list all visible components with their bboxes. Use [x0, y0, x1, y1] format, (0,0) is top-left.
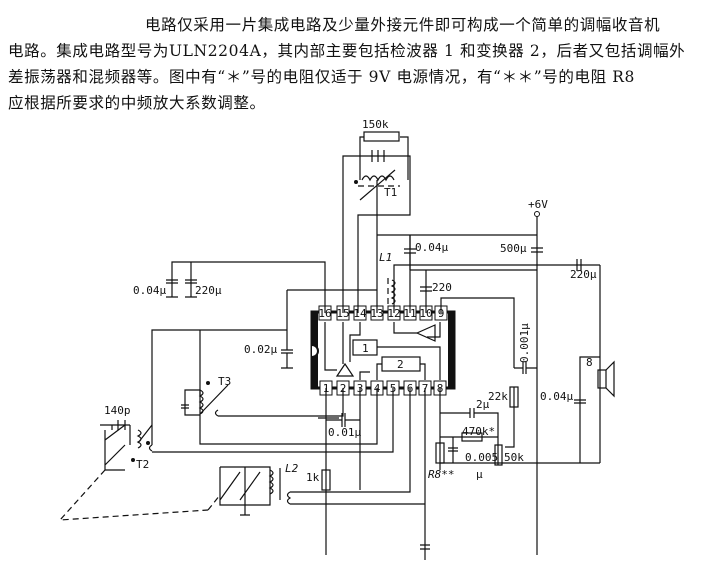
- resistor-22k: [509, 386, 519, 408]
- ic-pin-label-9: 9: [438, 307, 445, 320]
- capacitor-0.04u-top: [404, 235, 416, 270]
- speaker-icon: [597, 369, 607, 389]
- component-labels: 150k T1 +6V 0.04μ 500μ L1 220μ 0.04μ 220…: [104, 118, 597, 484]
- ic-pin-label-13: 13: [370, 307, 383, 320]
- ic-pin-label-10: 10: [419, 307, 432, 320]
- potentiometer-50k: [494, 444, 503, 466]
- t1-coil: [359, 156, 409, 182]
- paragraph-line-2: 电路。集成电路型号为ULN2204A，其内部主要包括检波器 1 和变换器 2，后…: [8, 42, 686, 60]
- label-2u: 2μ: [476, 398, 490, 411]
- label-t1: T1: [384, 186, 397, 199]
- capacitor-0.005u: [448, 447, 458, 452]
- label-150k: 150k: [362, 118, 389, 131]
- label-supply: +6V: [528, 198, 548, 211]
- label-t2: T2: [136, 458, 149, 471]
- ic-pin-label-16: 16: [318, 307, 331, 320]
- label-0.005-unit: μ: [476, 468, 483, 481]
- label-0.001u: 0.001μ: [518, 323, 531, 363]
- capacitor-2u: [469, 408, 475, 418]
- inductor-l2: [219, 466, 281, 516]
- label-22k: 22k: [488, 390, 508, 403]
- block-1-label: 1: [362, 342, 369, 355]
- description-paragraph: 电路仅采用一片集成电路及少量外接元件即可构成一个简单的调幅收音机 电路。集成电路…: [8, 12, 708, 116]
- inductor-l1: [390, 264, 600, 313]
- paragraph-line-3: 差振荡器和混频器等。图中有“＊”号的电阻仅适于 9V 电源情况，有“＊＊”号的电…: [8, 68, 635, 86]
- paragraph-line-1: 电路仅采用一片集成电路及少量外接元件即可构成一个简单的调幅收音机: [145, 16, 661, 34]
- label-r8: R8**: [428, 468, 455, 481]
- label-470k: 470k*: [462, 425, 495, 438]
- label-0.02u: 0.02μ: [244, 343, 277, 356]
- capacitor-220u-out: [537, 259, 601, 464]
- block-2-label: 2: [397, 358, 404, 371]
- ic-pin-label-14: 14: [353, 307, 367, 320]
- capacitor-0.001u: [514, 362, 537, 374]
- capacitor-220: [420, 286, 432, 292]
- capacitor-0.01u: [341, 413, 346, 427]
- label-140p: 140p: [104, 404, 131, 417]
- capacitor-0.04u-right: [574, 399, 586, 404]
- label-0.01u: 0.01μ: [328, 426, 361, 439]
- transformer-t3: [181, 384, 378, 445]
- label-220: 220: [432, 281, 452, 294]
- ic-pin-14: [353, 305, 367, 321]
- resistor-470k: [461, 432, 483, 442]
- amplifier-triangle: [335, 362, 355, 377]
- capacitor-500u: [531, 247, 543, 253]
- label-0.04u-left: 0.04μ: [133, 284, 166, 297]
- ic-pin-label-12: 12: [387, 307, 400, 320]
- label-l1: L1: [379, 251, 392, 264]
- label-speaker-8: 8: [586, 356, 593, 369]
- label-1k: 1k: [306, 471, 320, 484]
- label-0.005: 0.005: [465, 451, 498, 464]
- paragraph-line-4: 应根据所要求的中频放大系数调整。: [8, 94, 266, 112]
- wiring: [58, 131, 615, 560]
- resistor-r8: [435, 442, 445, 464]
- label-500u: 500μ: [500, 242, 527, 255]
- resistor-1k: [321, 469, 331, 491]
- label-220u-left: 220μ: [195, 284, 222, 297]
- label-l2: L2: [285, 462, 299, 475]
- output-amplifier-triangle: [415, 324, 436, 342]
- left-decoupling-caps: [166, 261, 326, 313]
- label-220u-out: 220μ: [570, 268, 597, 281]
- ic-pin-label-11: 11: [403, 307, 416, 320]
- ic-pin-label-15: 15: [336, 307, 349, 320]
- label-t3: T3: [218, 375, 231, 388]
- resistor-150k: [363, 131, 400, 142]
- label-50k: 50k: [504, 451, 524, 464]
- label-0.04u-top: 0.04μ: [415, 241, 448, 254]
- label-0.04u-right: 0.04μ: [540, 390, 573, 403]
